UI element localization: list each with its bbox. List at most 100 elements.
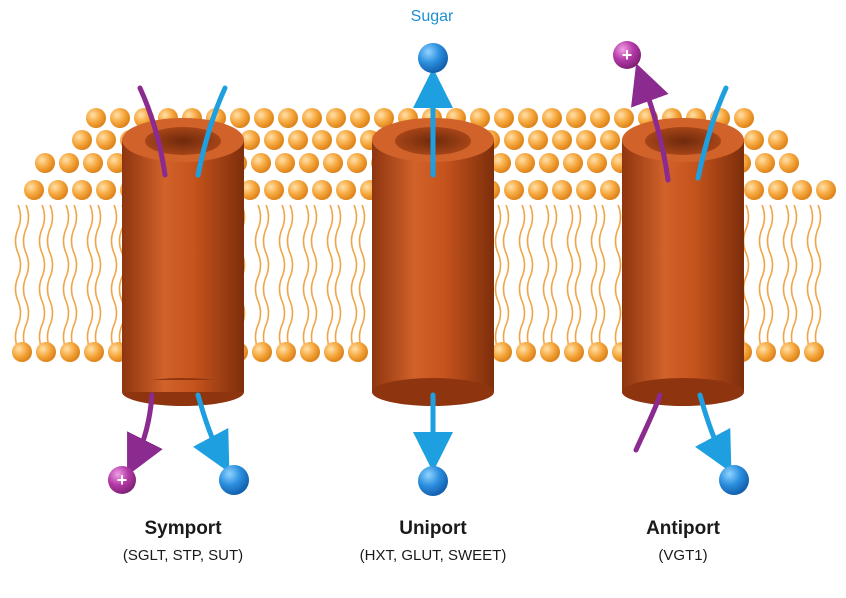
lipid-head [35,153,55,173]
lipid-head [276,342,296,362]
lipid-head [542,108,562,128]
lipid-tail [112,205,117,349]
lipid-head [336,130,356,150]
lipid-head [12,342,32,362]
lipid-head [24,180,44,200]
lipid-head [288,180,308,200]
lipid-head [779,153,799,173]
antiport-channel [622,118,744,406]
lipid-head [323,153,343,173]
lipid-head [539,153,559,173]
lipid-head [72,180,92,200]
lipid-tail [504,205,509,349]
lipid-tail [768,205,773,349]
lipid-head [576,130,596,150]
lipid-tail [592,205,597,349]
lipid-head [768,130,788,150]
lipid-head [504,180,524,200]
lipid-tail [16,205,21,349]
lipid-head [600,180,620,200]
lipid-head [540,342,560,362]
lipid-head [48,180,68,200]
lipid-head [251,153,271,173]
antiport-ion-symbol: + [622,45,633,65]
lipid-tail [360,205,365,349]
lipid-tail [312,205,317,349]
lipid-head [312,130,332,150]
lipid-head [588,342,608,362]
lipid-tail [496,205,501,349]
lipid-tail [576,205,581,349]
lipid-head [515,153,535,173]
lipid-tail [808,205,813,349]
lipid-head [504,130,524,150]
lipid-head [792,180,812,200]
lipid-tail [280,205,285,349]
lipid-head [347,153,367,173]
symport-ion-symbol: + [117,470,128,490]
lipid-tail [520,205,525,349]
lipid-head [300,342,320,362]
lipid-tail [72,205,77,349]
uniport-sugar-molecule-top [418,43,448,73]
lipid-head [288,130,308,150]
lipid-tail [64,205,69,349]
antiport-name: Antiport [573,518,793,540]
lipid-tail [600,205,605,349]
lipid-head [336,180,356,200]
antiport-examples: (VGT1) [573,546,793,566]
lipid-head [492,342,512,362]
lipid-head [768,180,788,200]
lipid-tail [568,205,573,349]
lipid-tail [96,205,101,349]
lipid-head [96,180,116,200]
lipid-head [614,108,634,128]
lipid-head [264,130,284,150]
antiport-label: Antiport (VGT1) [573,518,793,566]
symport-examples: (SGLT, STP, SUT) [73,546,293,566]
symport-label: Symport (SGLT, STP, SUT) [73,518,293,566]
lipid-head [302,108,322,128]
lipid-head [576,180,596,200]
lipid-head [230,108,250,128]
lipid-tail [552,205,557,349]
lipid-tail [88,205,93,349]
lipid-tail [264,205,269,349]
lipid-head [72,130,92,150]
lipid-head [744,130,764,150]
lipid-head [816,180,836,200]
lipid-head [312,180,332,200]
lipid-head [83,153,103,173]
lipid-head [252,342,272,362]
symport-channel [122,118,244,406]
lipid-head [516,342,536,362]
symport-sugar-molecule [219,465,249,495]
lipid-head [552,180,572,200]
sugar-label: Sugar [392,8,472,26]
lipid-head [326,108,346,128]
lipid-head [275,153,295,173]
lipid-tail [792,205,797,349]
lipid-tail [784,205,789,349]
lipid-head [59,153,79,173]
antiport-ion-molecule: + [613,41,641,69]
uniport-examples: (HXT, GLUT, SWEET) [323,546,543,566]
lipid-head [755,153,775,173]
antiport-sugar-molecule [719,465,749,495]
lipid-head [528,180,548,200]
lipid-tail [816,205,821,349]
lipid-head [528,130,548,150]
lipid-head [518,108,538,128]
lipid-head [84,342,104,362]
lipid-head [348,342,368,362]
lipid-head [587,153,607,173]
symport-name: Symport [73,518,293,540]
lipid-head [324,342,344,362]
uniport-label: Uniport (HXT, GLUT, SWEET) [323,518,543,566]
lipid-head [96,130,116,150]
lipid-tail [328,205,333,349]
uniport-sugar-molecule-bottom [418,466,448,496]
lipid-head [744,180,764,200]
lipid-tail [544,205,549,349]
lipid-tail [40,205,45,349]
